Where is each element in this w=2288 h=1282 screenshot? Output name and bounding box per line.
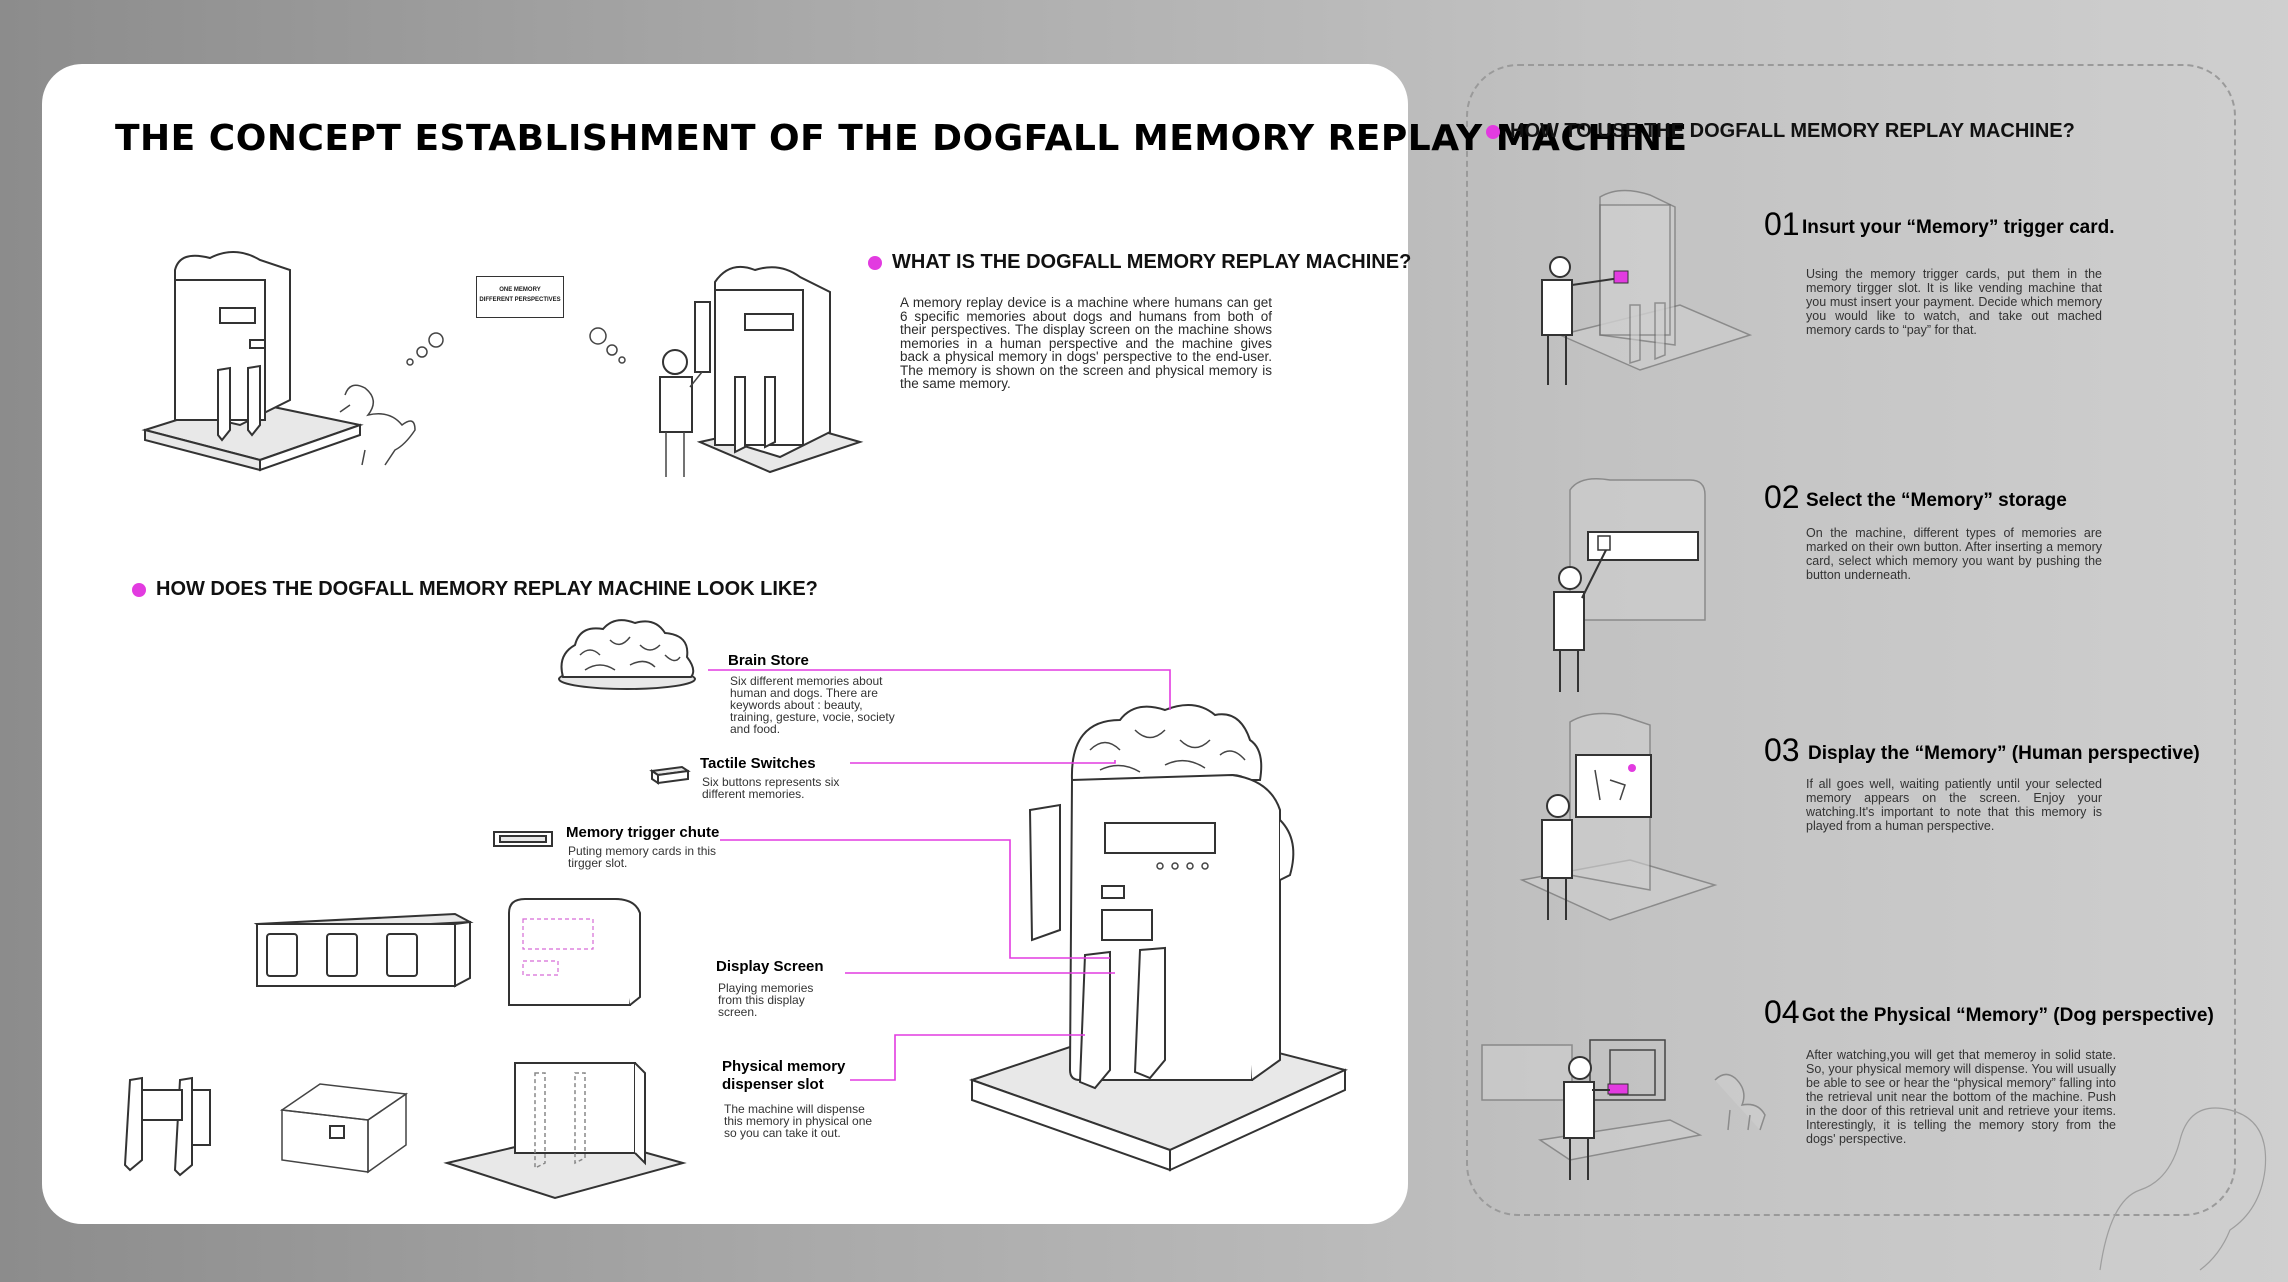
- thought-bubbles: [406, 327, 626, 366]
- part-title-tactile-switches: Tactile Switches: [700, 755, 816, 772]
- bullet-dot: [132, 582, 146, 597]
- thought-box: ONE MEMORY DIFFERENT PERSPECTIVES: [476, 276, 564, 318]
- look-heading: HOW DOES THE DOGFALL MEMORY REPLAY MACHI…: [132, 578, 818, 601]
- part-title-display-screen: Display Screen: [716, 958, 824, 975]
- dispenser-chutes-illustration: [123, 1076, 211, 1177]
- step4-desc: After watching,you will get that memeroy…: [1806, 1048, 2116, 1146]
- main-machine-illustration: [968, 704, 1348, 1172]
- step4-number: 04: [1764, 994, 1800, 1030]
- part-desc-tactile-switches: Six buttons represents six different mem…: [702, 775, 840, 801]
- tactile-switch-icon: [649, 765, 691, 785]
- step3-illustration: [1519, 712, 1718, 921]
- step2-number: 02: [1764, 479, 1800, 515]
- part-title-trigger-chute: Memory trigger chute: [566, 824, 720, 841]
- retrieval-box-illustration: [279, 1083, 409, 1174]
- step2-illustration: [1553, 478, 1706, 692]
- machine-dog-illustration: [141, 251, 416, 472]
- step1-number: 01: [1764, 206, 1800, 242]
- part-desc-dispenser-slot: The machine will dispense this memory in…: [724, 1102, 873, 1140]
- step4-title: Got the Physical “Memory” (Dog perspecti…: [1802, 1005, 2214, 1026]
- part-title-dispenser-slot: Physical memory dispenser slot: [722, 1058, 846, 1093]
- step3-desc: If all goes well, waiting patiently unti…: [1806, 777, 2102, 833]
- step1-title: Insurt your “Memory” trigger card.: [1802, 217, 2115, 238]
- what-heading: WHAT IS THE DOGFALL MEMORY REPLAY MACHIN…: [868, 251, 1411, 274]
- part-desc-trigger-chute: Puting memory cards in this tirgger slot…: [568, 844, 717, 870]
- step1-illustration: [1541, 189, 1753, 385]
- howto-heading-text: HOW TO USE THE DOGFALL MEMORY REPLAY MAC…: [1510, 120, 2075, 142]
- what-body: A memory replay device is a machine wher…: [900, 295, 1272, 391]
- bullet-dot: [868, 255, 882, 270]
- step2-desc: On the machine, different types of memor…: [1806, 526, 2102, 582]
- machine-human-illustration: [659, 266, 864, 477]
- step4-illustration: [1481, 1039, 1766, 1180]
- part-desc-brain-store: Six different memories about human and d…: [730, 674, 895, 736]
- display-screen-illustration: [508, 898, 641, 1006]
- look-heading-text: HOW DOES THE DOGFALL MEMORY REPLAY MACHI…: [156, 578, 818, 600]
- howto-heading: HOW TO USE THE DOGFALL MEMORY REPLAY MAC…: [1486, 120, 2075, 143]
- thought-line-2: DIFFERENT PERSPECTIVES: [479, 297, 561, 303]
- step1-desc: Using the memory trigger cards, put them…: [1806, 267, 2102, 337]
- part-desc-display-screen: Playing memories from this display scree…: [718, 981, 814, 1019]
- step3-title: Display the “Memory” (Human perspective): [1808, 743, 2200, 764]
- bullet-dot: [1486, 124, 1500, 139]
- dispenser-slot-illustration: [443, 1062, 687, 1200]
- howto-panel: [1466, 64, 2236, 1216]
- trigger-chute-icon: [493, 831, 553, 847]
- part-title-brain-store: Brain Store: [728, 652, 809, 669]
- step3-number: 03: [1764, 732, 1800, 768]
- decorative-outline: [2099, 1107, 2267, 1271]
- thought-line-1: ONE MEMORY: [499, 287, 541, 293]
- what-heading-text: WHAT IS THE DOGFALL MEMORY REPLAY MACHIN…: [892, 251, 1412, 273]
- step2-title: Select the “Memory” storage: [1806, 490, 2067, 511]
- brain-store-icon: [558, 619, 696, 690]
- page-title: THE CONCEPT ESTABLISHMENT OF THE DOGFALL…: [115, 118, 1688, 159]
- button-panel-illustration: [253, 912, 474, 988]
